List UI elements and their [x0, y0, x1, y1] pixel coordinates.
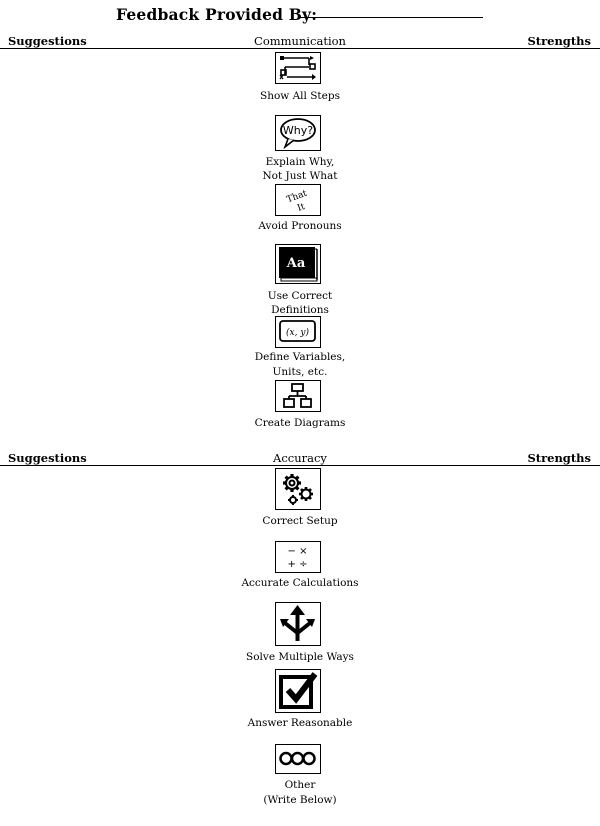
arithmetic-operators-icon[interactable]: − × + ÷: [275, 541, 321, 573]
three-circles-icon[interactable]: [275, 744, 321, 774]
item-label-line1: Other: [284, 779, 316, 791]
section-title: Communication: [254, 34, 346, 48]
suggestions-heading: Suggestions: [8, 34, 87, 48]
dictionary-book-icon[interactable]: Aa: [275, 244, 321, 284]
that-it-pronouns-icon[interactable]: That It: [275, 184, 321, 216]
section-header-communication: Suggestions Communication Strengths: [0, 34, 600, 48]
minus-times-text: − ×: [288, 546, 308, 557]
item-label: Avoid Pronouns: [258, 220, 342, 232]
why-speech-bubble-icon[interactable]: Why?: [275, 115, 321, 151]
xy-variables-icon[interactable]: (x, y): [275, 316, 321, 348]
item-label: Correct Setup: [262, 515, 338, 527]
section-header-accuracy: Suggestions Accuracy Strengths: [0, 451, 600, 465]
item-label-line1: Define Variables,: [254, 351, 346, 363]
suggestions-heading: Suggestions: [8, 451, 87, 465]
xy-icon-text: (x, y): [286, 327, 309, 338]
aa-icon-text: Aa: [286, 256, 306, 271]
item-label-line1: Use Correct: [267, 290, 333, 302]
section-rule: [0, 465, 600, 466]
flow-steps-icon[interactable]: [275, 52, 321, 84]
item-label-line2: (Write Below): [263, 794, 337, 806]
strengths-heading: Strengths: [527, 34, 591, 48]
section-rule: [0, 48, 600, 49]
name-blank-line[interactable]: [300, 17, 483, 18]
strengths-heading: Strengths: [527, 451, 591, 465]
item-label: Answer Reasonable: [247, 717, 353, 729]
item-label: Accurate Calculations: [241, 577, 359, 589]
branching-arrows-icon[interactable]: [275, 602, 321, 646]
plus-divide-text: + ÷: [288, 559, 308, 570]
checkbox-check-icon[interactable]: [275, 669, 321, 713]
that-icon-text: That: [286, 189, 309, 206]
item-label-line1: Explain Why,: [265, 156, 335, 168]
item-label: Show All Steps: [260, 90, 340, 102]
item-label: Create Diagrams: [254, 417, 346, 429]
item-label: Solve Multiple Ways: [246, 651, 354, 663]
it-icon-text: It: [296, 202, 307, 214]
page-title: Feedback Provided By:: [116, 5, 318, 24]
item-label-line2: Units, etc.: [272, 366, 328, 378]
hierarchy-diagram-icon[interactable]: [275, 380, 321, 412]
why-icon-text: Why?: [283, 124, 313, 137]
item-label-line2: Not Just What: [262, 170, 338, 182]
item-label-line2: Definitions: [271, 304, 329, 316]
gears-icon[interactable]: [275, 468, 321, 510]
section-title: Accuracy: [273, 451, 327, 465]
